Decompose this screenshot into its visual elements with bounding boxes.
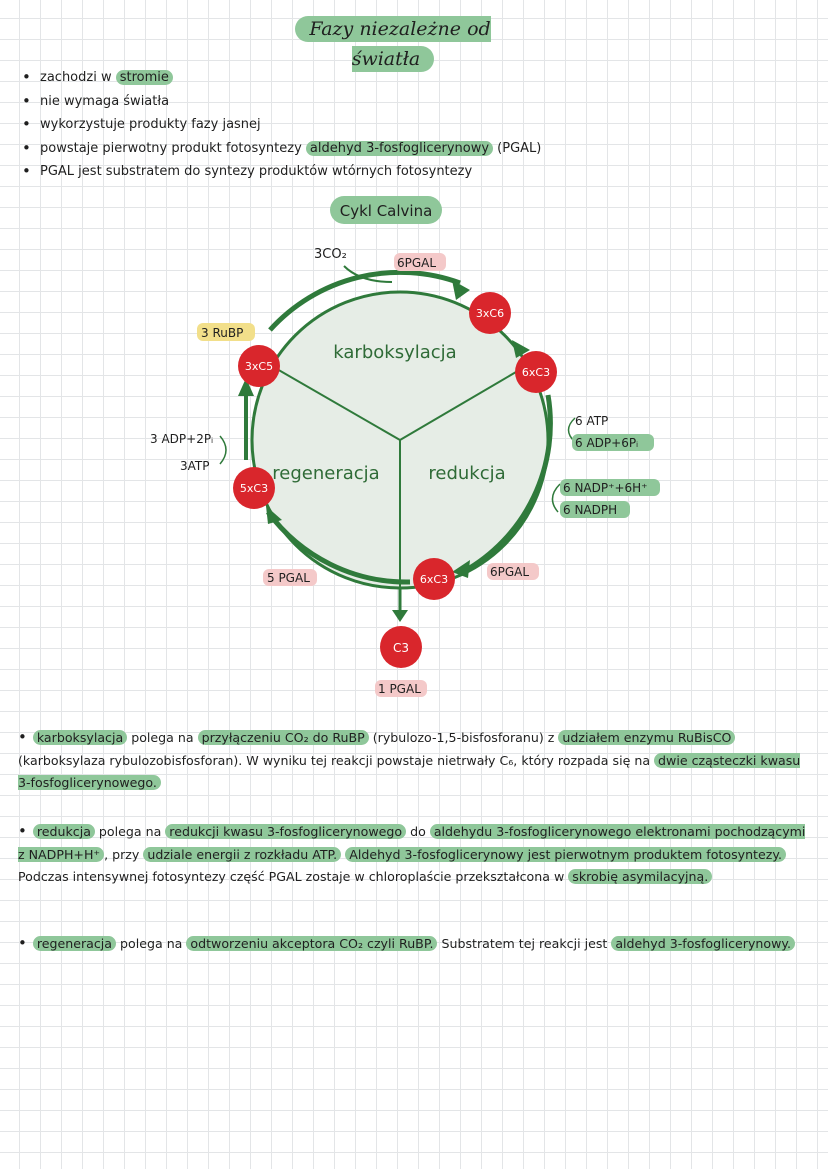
arrowhead — [266, 506, 282, 524]
label-nadp-bg — [560, 479, 660, 496]
bullet-text-after: (PGAL) — [493, 140, 542, 156]
term-highlight: udziałem enzymu RuBisCO — [558, 730, 736, 745]
output-arrowhead — [392, 610, 408, 622]
sector-label-reduction: redukcja — [428, 463, 505, 484]
term-highlight: przyłączeniu CO₂ do RuBP — [197, 730, 369, 745]
sector-label-carboxylation: karboksylacja — [333, 342, 456, 363]
bullet-highlight: aldehyd 3-fosfoglicerynowy — [305, 140, 494, 156]
label-rubp: 3 RuBP — [201, 326, 243, 340]
nadph-curl-arrow — [551, 483, 561, 513]
text: (rybulozo-1,5-bisfosforanu) z — [368, 730, 559, 745]
arrowhead — [512, 340, 530, 358]
bullet-item: nie wymaga światła — [20, 90, 541, 114]
term-highlight: redukcja — [32, 824, 95, 839]
node-label: 5xC3 — [240, 482, 268, 495]
node-3xc5 — [238, 345, 280, 387]
sector-divider — [399, 364, 529, 441]
bullet-text: nie wymaga światła — [40, 93, 170, 109]
text: do — [406, 824, 430, 839]
term-highlight: aldehyd 3-fosfoglicerynowy. — [611, 936, 796, 951]
bullet-text: zachodzi w — [40, 70, 116, 85]
term-highlight: Aldehyd 3-fosfoglicerynowy jest pierwotn… — [345, 846, 787, 862]
label-6pgal-top: 6PGAL — [397, 256, 436, 270]
label-co2: 3CO₂ — [314, 247, 347, 262]
label-nadp: 6 NADP⁺+6H⁺ — [563, 481, 648, 495]
label-nadph-bg — [560, 501, 630, 518]
term-highlight: karboksylacja — [32, 730, 128, 745]
bullet-text: PGAL jest substratem do syntezy produktó… — [40, 164, 473, 179]
label-1pgal-bg — [375, 680, 427, 697]
text: Substratem tej reakcji jest — [437, 936, 612, 951]
intro-bullet-list: zachodzi w stromie nie wymaga światła wy… — [20, 66, 541, 184]
term-highlight: skrobię asymilacyjną. — [568, 869, 713, 884]
atp-left-curl-arrow — [219, 435, 227, 465]
bullet-dot: • — [18, 934, 27, 952]
node-c3-output — [380, 626, 422, 668]
co2-input-arrow — [343, 265, 393, 283]
node-label: 6xC3 — [420, 573, 448, 586]
label-adp-bg — [572, 434, 654, 451]
bullet-item: wykorzystuje produkty fazy jasnej — [20, 113, 541, 137]
label-adp-left: 3 ADP+2Pᵢ — [150, 432, 213, 446]
node-label: C3 — [393, 641, 409, 655]
node-3xc6 — [469, 292, 511, 334]
text: polega na — [127, 730, 198, 745]
label-adp: 6 ADP+6Pᵢ — [575, 436, 638, 450]
label-atp: 6 ATP — [575, 414, 608, 428]
label-6pgal-bottom: 6PGAL — [490, 565, 529, 579]
calvin-cycle-diagram: Cykl Calvina karboksylacja regeneracja r… — [150, 196, 660, 697]
arrowhead — [452, 280, 470, 300]
term-highlight: udziale energii z rozkładu ATP. — [143, 846, 342, 862]
term-highlight: odtworzeniu akceptora CO₂ czyli RuBP. — [186, 936, 438, 951]
text: polega na — [116, 936, 187, 951]
text: polega na — [94, 824, 166, 839]
label-6pgal-bottom-bg — [487, 563, 539, 580]
node-label: 3xC6 — [476, 307, 504, 320]
node-6xc3-right — [515, 351, 557, 393]
term-highlight: redukcji kwasu 3-fosfoglicerynowego — [165, 824, 407, 839]
label-nadph: 6 NADPH — [563, 503, 617, 517]
bullet-item: zachodzi w stromie — [20, 66, 541, 90]
label-rubp-bg — [197, 323, 255, 341]
bullet-text: wykorzystuje produkty fazy jasnej — [40, 117, 261, 132]
label-1pgal: 1 PGAL — [378, 682, 421, 696]
label-6pgal-top-bg — [394, 253, 446, 271]
diagram-title-pill — [330, 196, 442, 224]
label-5pgal: 5 PGAL — [267, 571, 310, 585]
arrowhead — [452, 560, 470, 578]
outer-arc-bottom — [265, 510, 411, 585]
node-6xc3-bottom — [413, 558, 455, 600]
bullet-dot: • — [18, 822, 27, 840]
paragraph-carboxylation: • karboksylacja polega na przyłączeniu CO… — [18, 726, 808, 795]
bullet-highlight: stromie — [115, 70, 173, 85]
bullet-text: powstaje pierwotny produkt fotosyntezy — [40, 140, 306, 156]
bullet-item: powstaje pierwotny produkt fotosyntezy a… — [20, 137, 541, 161]
node-5xc3 — [233, 467, 275, 509]
outer-arc-right — [461, 394, 553, 575]
node-label: 6xC3 — [522, 366, 550, 379]
text: Podczas intensywnej fotosyntezy część PG… — [18, 869, 569, 884]
label-5pgal-bg — [263, 569, 317, 586]
paragraph-regeneration: • regeneracja polega na odtworzeniu akcep… — [18, 932, 808, 956]
paragraph-reduction: • redukcja polega na redukcji kwasu 3-fos… — [18, 820, 808, 889]
text: , przy — [104, 846, 144, 862]
term-highlight: regeneracja — [32, 936, 117, 951]
outer-arc-top-left — [268, 269, 461, 332]
text: (karboksylaza rybulozobisfosforan). W wy… — [18, 752, 655, 768]
label-atp-left: 3ATP — [180, 459, 209, 473]
arrowhead — [238, 378, 254, 396]
node-label: 3xC5 — [245, 360, 273, 373]
sector-label-regeneration: regeneracja — [272, 463, 379, 484]
diagram-title: Cykl Calvina — [340, 202, 433, 220]
bullet-dot: • — [18, 728, 27, 746]
sector-divider — [269, 364, 401, 441]
bullet-item: PGAL jest substratem do syntezy produktó… — [20, 160, 541, 184]
